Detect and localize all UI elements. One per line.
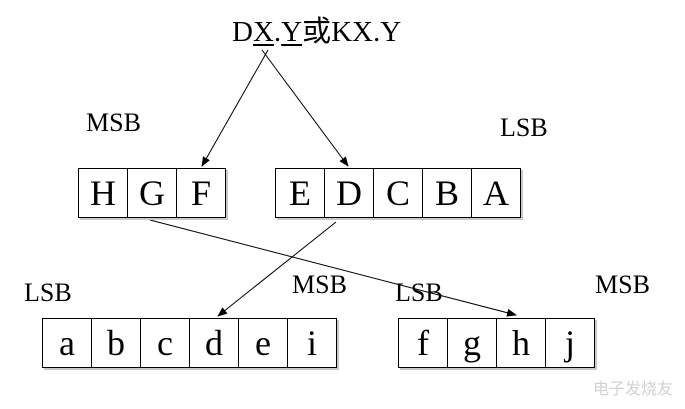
d-to-d-arrow (217, 221, 337, 317)
bit-cell: f (398, 318, 448, 368)
bit-cell: G (128, 168, 177, 218)
title-x: X (252, 16, 274, 48)
msb-label-mid: MSB (292, 270, 347, 299)
msb-label-right: MSB (595, 270, 650, 299)
bit-cell: i (288, 318, 337, 368)
lsb-label-left: LSB (24, 278, 72, 307)
bottom-left-register: a b c d e i (42, 318, 337, 368)
y-to-e-arrow (261, 49, 349, 167)
g-to-h-arrow (149, 219, 517, 317)
msb-label-top: MSB (86, 108, 141, 137)
bit-cell: h (497, 318, 546, 368)
bit-cell: d (190, 318, 239, 368)
bit-cell: F (177, 168, 226, 218)
bit-cell: C (374, 168, 423, 218)
bit-cell: a (42, 318, 92, 368)
bit-cell: c (141, 318, 190, 368)
lsb-label-mid: LSB (395, 278, 443, 307)
register-title: DX.Y或KX.Y (232, 16, 402, 48)
bit-cell: g (448, 318, 497, 368)
x-to-f-arrow (201, 49, 269, 167)
top-left-register: H G F (78, 168, 226, 218)
bottom-right-register: f g h j (398, 318, 595, 368)
bit-cell: B (423, 168, 472, 218)
title-y: Y (281, 16, 303, 48)
watermark: 电子发烧友 (592, 379, 673, 398)
bit-cell: H (78, 168, 128, 218)
bit-cell: D (325, 168, 374, 218)
bit-cell: e (239, 318, 288, 368)
bit-cell: j (546, 318, 595, 368)
bit-cell: A (472, 168, 521, 218)
lsb-label-top: LSB (500, 113, 548, 142)
bit-cell: b (92, 318, 141, 368)
bit-cell: E (275, 168, 325, 218)
top-right-register: E D C B A (275, 168, 521, 218)
